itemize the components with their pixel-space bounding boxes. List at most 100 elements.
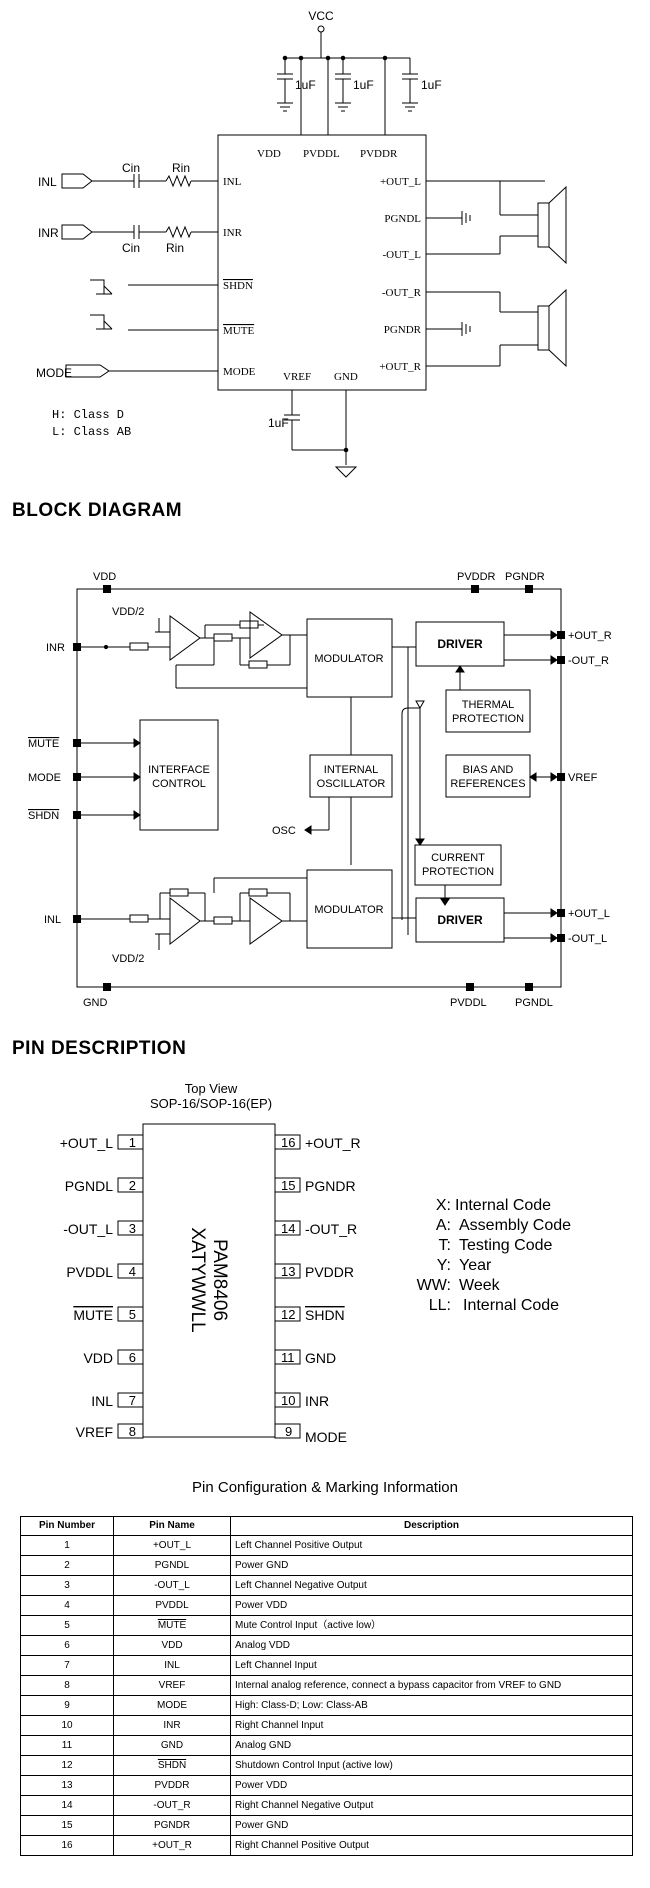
bd-pgndr-label: PGNDR xyxy=(505,571,545,583)
interface-label-1: INTERFACE xyxy=(148,764,210,776)
chip-pin-inl: INL xyxy=(223,176,242,188)
cell-description: Shutdown Control Input (active low) xyxy=(230,1755,633,1776)
pin-15-name: PGNDR xyxy=(305,1178,356,1194)
cap-label-3: 1uF xyxy=(421,78,442,92)
cell-pin-name: +OUT_R xyxy=(113,1835,231,1856)
pin-configuration-labels: Top View SOP-16/SOP-16(EP) PAM8406 XATYW… xyxy=(60,1081,571,1496)
pin-5-num: 5 xyxy=(129,1307,136,1322)
chip-pin-out-r-neg: -OUT_R xyxy=(382,287,422,299)
interface-label-2: CONTROL xyxy=(152,778,206,790)
input-mode-label: MODE xyxy=(36,366,72,380)
bd-pvddr-label: PVDDR xyxy=(457,571,496,583)
legend-value-y: Year xyxy=(459,1257,492,1274)
chip-pin-mode: MODE xyxy=(223,366,256,378)
cell-description: Power VDD xyxy=(230,1775,633,1796)
speaker-left-icon xyxy=(537,202,550,248)
pin-configuration xyxy=(117,1123,301,1439)
cell-pin-number: 4 xyxy=(20,1595,114,1616)
cap-label-2: 1uF xyxy=(353,78,374,92)
legend-value-a: Assembly Code xyxy=(459,1217,571,1234)
cell-pin-number: 9 xyxy=(20,1695,114,1716)
cell-pin-name: +OUT_L xyxy=(113,1535,231,1556)
package-label: SOP-16/SOP-16(EP) xyxy=(150,1096,272,1111)
pin-11-name: GND xyxy=(305,1350,336,1366)
header-pin-name: Pin Name xyxy=(113,1516,231,1536)
pin-4-num: 4 xyxy=(129,1264,136,1279)
cell-pin-name: -OUT_R xyxy=(113,1795,231,1816)
legend-key-a: A: xyxy=(436,1217,451,1234)
chip-pin-pvddr: PVDDR xyxy=(360,148,398,160)
cell-pin-name: PVDDR xyxy=(113,1775,231,1796)
legend-value-x: Internal Code xyxy=(455,1197,551,1214)
vcc-node xyxy=(317,25,325,33)
pin-12-name: SHDN xyxy=(305,1307,345,1323)
bd-osc-label: OSC xyxy=(272,825,296,837)
block-diagram-labels: VDD PVDDR PGNDR GND PVDDL PGNDL VDD/2 VD… xyxy=(28,571,612,1009)
bd-inl-label: INL xyxy=(44,914,61,926)
mode-note-class-ab: L: Class AB xyxy=(52,425,131,439)
legend-value-t: Testing Code xyxy=(459,1237,552,1254)
cell-pin-name: MUTE xyxy=(113,1615,231,1636)
cell-pin-number: 2 xyxy=(20,1555,114,1576)
pin-9-num: 9 xyxy=(285,1424,292,1439)
legend-value-ww: Week xyxy=(459,1277,501,1294)
cell-description: Right Channel Input xyxy=(230,1715,633,1736)
pin-14-name: -OUT_R xyxy=(305,1221,357,1237)
vcc-label: VCC xyxy=(308,9,334,23)
chip-pin-pgndr: PGNDR xyxy=(384,324,422,336)
bd-gnd-label: GND xyxy=(83,997,108,1009)
pin-description-heading: PIN DESCRIPTION xyxy=(12,1038,187,1059)
legend-key-x: X: xyxy=(436,1197,451,1214)
chip-pin-gnd: GND xyxy=(334,371,358,383)
chip-pin-out-l-neg: -OUT_L xyxy=(383,249,422,261)
bias-label-1: BIAS AND xyxy=(463,764,514,776)
pin-12-num: 12 xyxy=(281,1307,295,1322)
bd-pgndl-label: PGNDL xyxy=(515,997,553,1009)
pin-13-name: PVDDR xyxy=(305,1264,354,1280)
pin-10-name: INR xyxy=(305,1393,329,1409)
cell-pin-number: 14 xyxy=(20,1795,114,1816)
block-diagram-heading: BLOCK DIAGRAM xyxy=(12,500,183,521)
inl-connector xyxy=(61,173,93,189)
oscillator-label-1: INTERNAL xyxy=(324,764,378,776)
chip-pin-inr: INR xyxy=(223,227,243,239)
cin-label-r: Cin xyxy=(122,241,140,255)
cell-pin-name: VREF xyxy=(113,1675,231,1696)
legend-key-y: Y: xyxy=(437,1257,451,1274)
cell-description: Right Channel Positive Output xyxy=(230,1835,633,1856)
bias-label-2: REFERENCES xyxy=(450,778,525,790)
cell-pin-number: 10 xyxy=(20,1715,114,1736)
pin-13-num: 13 xyxy=(281,1264,295,1279)
cell-pin-name: -OUT_L xyxy=(113,1575,231,1596)
shdn-switch xyxy=(90,279,105,294)
cell-description: Analog VDD xyxy=(230,1635,633,1656)
cell-pin-number: 15 xyxy=(20,1815,114,1836)
bd-shdn-label: SHDN xyxy=(28,810,59,822)
chip-pin-pvddl: PVDDL xyxy=(303,148,340,160)
pin-6-num: 6 xyxy=(129,1350,136,1365)
rin-label-l: Rin xyxy=(172,161,190,175)
application-circuit xyxy=(61,25,567,478)
cell-pin-number: 11 xyxy=(20,1735,114,1756)
block-diagram xyxy=(73,585,565,991)
chip-pin-shdn: SHDN xyxy=(223,280,253,292)
bd-mute-label: MUTE xyxy=(28,738,59,750)
application-circuit-labels: VCC 1uF 1uF 1uF 1uF Cin Rin Cin Rin INL … xyxy=(36,9,442,439)
bd-vdd2-upper: VDD/2 xyxy=(112,606,144,618)
chip-pin-out-r-pos: +OUT_R xyxy=(379,361,421,373)
legend-value-ll: Internal Code xyxy=(463,1297,559,1314)
top-view-label: Top View xyxy=(185,1081,238,1096)
ic-package-outline xyxy=(142,1123,276,1438)
pin-3-num: 3 xyxy=(129,1221,136,1236)
oscillator-label-2: OSCILLATOR xyxy=(317,778,386,790)
pin-5-name: MUTE xyxy=(73,1307,113,1323)
current-protection-block xyxy=(414,844,502,886)
input-inr-label: INR xyxy=(38,226,59,240)
bd-inr-label: INR xyxy=(46,642,65,654)
modulator-upper-label: MODULATOR xyxy=(314,653,383,665)
